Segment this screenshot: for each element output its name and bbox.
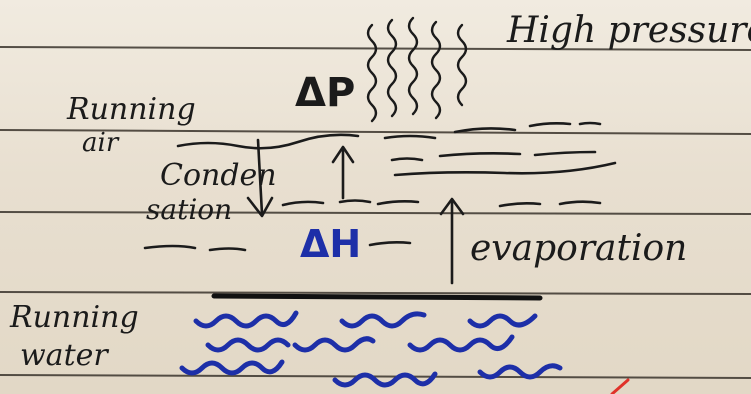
water-wave: [193, 310, 299, 329]
delta-h-label: ΔH: [300, 222, 362, 266]
vapour-lines: [143, 199, 602, 252]
condensation-label-line1: Conden: [160, 158, 277, 193]
vapour-wave: [338, 199, 372, 204]
condensation-arrow: [246, 138, 274, 218]
water-wave: [292, 336, 376, 353]
air-wave: [390, 157, 424, 162]
vapour-wave: [368, 241, 412, 247]
water-wave: [477, 363, 563, 380]
air-wave: [528, 122, 572, 128]
water-waves: [179, 310, 563, 388]
water-wave: [407, 334, 515, 353]
running-water-label-line2: water: [20, 338, 108, 373]
ruled-line: [0, 129, 751, 135]
vapour-wave: [143, 244, 197, 250]
air-wave: [176, 133, 360, 150]
air-wave: [533, 150, 597, 157]
water-surface: [211, 293, 543, 301]
pressure-arrow: [331, 145, 355, 200]
air-wave: [393, 161, 617, 177]
vapour-wave: [376, 200, 420, 206]
air-wave: [578, 121, 602, 126]
water-wave: [332, 371, 438, 388]
ruled-line: [0, 374, 751, 379]
air-wave: [383, 134, 437, 140]
red-pen-mark: [610, 378, 630, 394]
pressure-wave: [456, 23, 468, 107]
air-lines: [176, 121, 617, 177]
vapour-wave: [208, 247, 247, 252]
ruled-lines: [0, 46, 751, 379]
air-wave: [438, 152, 522, 158]
pressure-wave: [386, 18, 398, 118]
pressure-wave: [366, 23, 378, 123]
high-pressure-waves: [366, 16, 468, 123]
delta-p-label: ΔP: [295, 70, 356, 116]
vapour-wave: [558, 200, 602, 206]
evaporation-arrow: [439, 197, 465, 285]
vapour-wave: [498, 202, 542, 208]
water-wave: [205, 337, 291, 353]
running-water-label-line1: Running: [10, 300, 139, 335]
running-air-label-line1: Running: [67, 92, 196, 127]
evaporation-label: evaporation: [470, 228, 688, 269]
high-pressure-label: High pressure: [507, 10, 751, 51]
ruled-line: [0, 211, 751, 215]
water-wave: [467, 313, 538, 329]
water-wave: [179, 359, 285, 376]
vapour-wave: [281, 200, 325, 207]
running-air-label-line2: air: [82, 128, 119, 158]
water-wave: [339, 311, 427, 329]
condensation-label-line2: sation: [146, 193, 233, 226]
pressure-wave: [430, 20, 442, 120]
air-wave: [453, 127, 517, 134]
ruled-line: [0, 291, 751, 295]
pressure-wave: [407, 16, 419, 116]
